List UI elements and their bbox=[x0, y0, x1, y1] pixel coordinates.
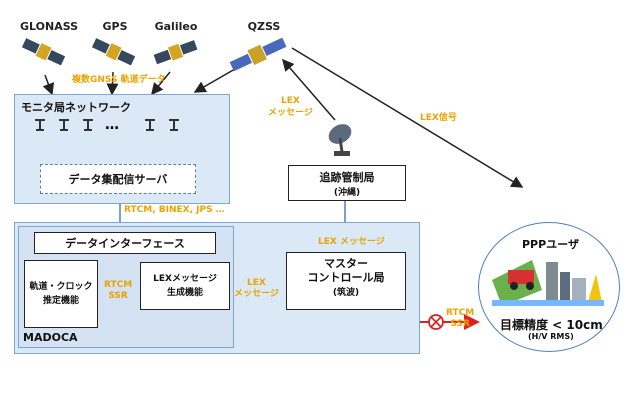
label-lex-message-mid: LEX メッセージ bbox=[318, 237, 385, 247]
label-lex-message-top: LEX メッセージ bbox=[268, 96, 313, 118]
label-multi-gnss: 複数GNSS 軌道データ bbox=[72, 75, 166, 85]
label-rtcm-binex: RTCM, BINEX, JPS … bbox=[124, 205, 225, 215]
satellite-label-gps: GPS bbox=[102, 20, 128, 33]
qzss-satellite-icon bbox=[229, 37, 287, 72]
ppp-user-scene-icon bbox=[492, 260, 604, 306]
monitor-station-icon bbox=[83, 119, 93, 131]
label-rtcm-ssr-out: RTCM SSR bbox=[446, 308, 475, 329]
label-lex-message-left: LEX メッセージ bbox=[234, 278, 279, 299]
arrow-glonass bbox=[42, 74, 55, 96]
master-control-station-location: (筑波) bbox=[332, 288, 360, 298]
monitor-station-icon bbox=[169, 119, 179, 131]
satellite-label-glonass: GLONASS bbox=[20, 20, 79, 33]
data-interface-box: データインターフェース bbox=[34, 232, 216, 254]
antenna-icon bbox=[328, 124, 352, 156]
master-control-station-title: マスター コントロール局 bbox=[307, 257, 385, 284]
gps-satellite-icon bbox=[91, 38, 136, 66]
combiner-output-icon bbox=[428, 314, 444, 330]
monitor-station-row: … bbox=[33, 117, 181, 133]
monitor-station-icon bbox=[59, 119, 69, 131]
arrow-uplink-qzss bbox=[282, 58, 336, 121]
monitor-ellipsis: … bbox=[105, 117, 119, 133]
arrow-galileo bbox=[151, 71, 171, 96]
galileo-satellite-icon bbox=[153, 40, 198, 65]
ppp-target-accuracy: 目標精度 < 10cm bbox=[500, 318, 603, 332]
glonass-satellite-icon bbox=[21, 38, 66, 66]
monitor-network-title: モニタ局ネットワーク bbox=[21, 101, 131, 114]
ppp-user-title: PPPユーザ bbox=[522, 238, 579, 251]
tracking-station-box: 追跡管制局 (沖縄) bbox=[288, 165, 406, 201]
ppp-accuracy-note: (H/V RMS) bbox=[528, 332, 574, 341]
satellite-label-galileo: Galileo bbox=[154, 20, 198, 33]
orbit-clock-estimation-box: 軌道・クロック 推定機能 bbox=[24, 260, 98, 328]
monitor-station-icon bbox=[145, 119, 155, 131]
arrow-gps bbox=[106, 71, 119, 96]
satellite-label-qzss: QZSS bbox=[247, 20, 281, 33]
label-rtcm-ssr-inner: RTCM SSR bbox=[104, 280, 133, 301]
arrow-lex-signal bbox=[291, 47, 524, 188]
tracking-station-title: 追跡管制局 bbox=[319, 171, 375, 184]
tracking-station-location: (沖縄) bbox=[333, 188, 361, 198]
madoca-label: MADOCA bbox=[23, 331, 78, 344]
monitor-station-icon bbox=[35, 119, 45, 131]
lex-message-generation-box: LEXメッセージ 生成機能 bbox=[140, 262, 230, 310]
label-lex-signal: LEX信号 bbox=[420, 113, 457, 123]
master-control-station-box: マスター コントロール局 (筑波) bbox=[286, 252, 406, 310]
data-distribution-server: データ集配信サーバ bbox=[40, 164, 196, 194]
